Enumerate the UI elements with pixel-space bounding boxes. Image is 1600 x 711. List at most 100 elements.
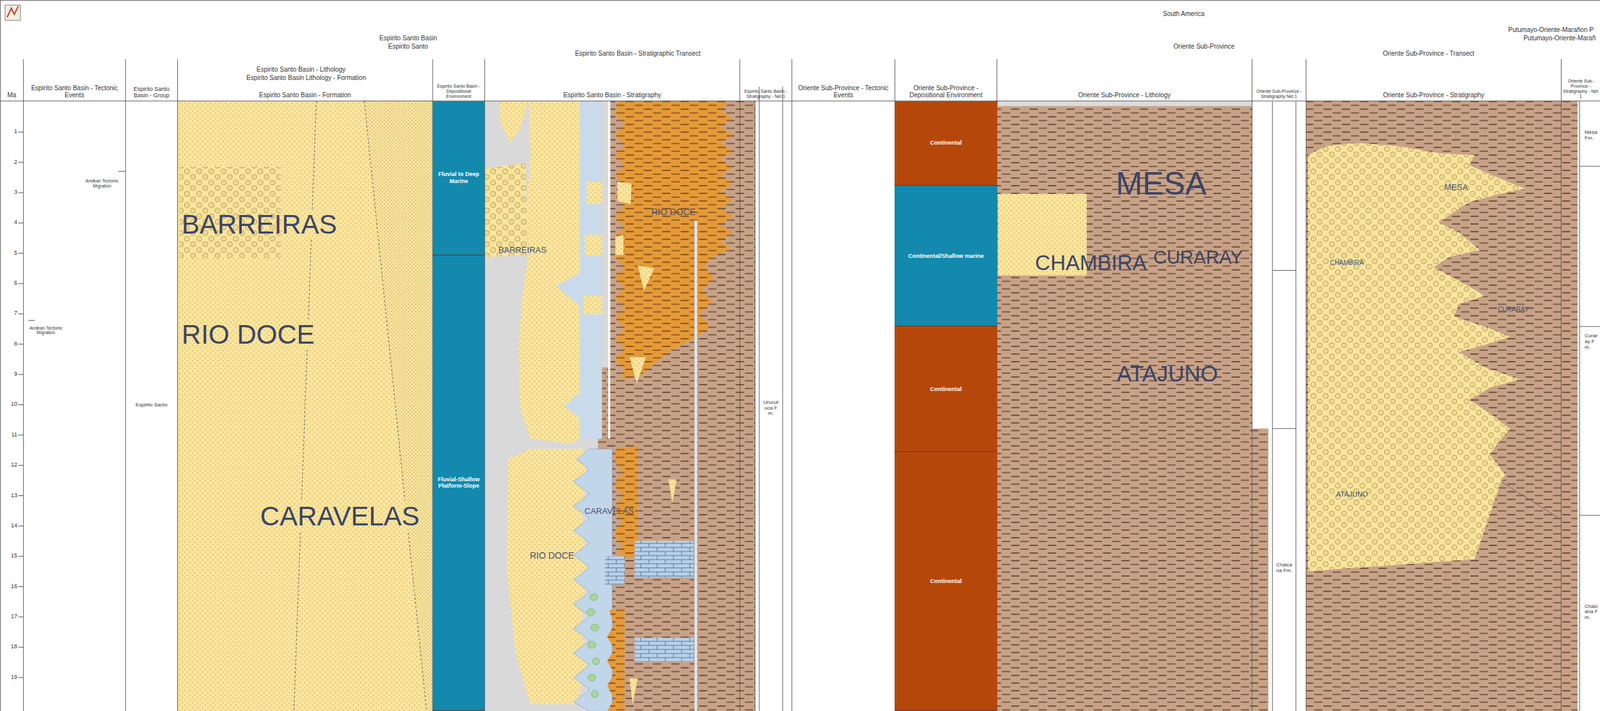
sand-lens [586, 181, 603, 205]
unit-label: RIO DOCE [651, 207, 696, 217]
header-text: Oriente Sub-Province - Stratigraphy - Ne… [1562, 78, 1599, 100]
title-text-holder: Espirito Santo Basin Lithology - Formati… [246, 74, 367, 82]
reef-symbols [586, 593, 600, 698]
marl-tongue [556, 273, 580, 306]
age-number-holder: 3 [14, 189, 18, 196]
header-text: Espirito Santo Basin - Stratigraphy - Ne… [741, 88, 791, 100]
age-number: 5 [14, 250, 18, 257]
age-number: 10 [10, 401, 18, 409]
formation-name: MESA [1116, 165, 1208, 201]
formation-name-holder: MESA [1116, 165, 1208, 201]
top-strip [997, 101, 1252, 107]
section-line [694, 220, 698, 711]
shale-fill [1560, 101, 1578, 711]
event-label-holder: Andean Tectonic Migration [85, 178, 119, 189]
age-number-holder: 10 [10, 401, 18, 409]
formation-name-holder: CHAMBIRA [1034, 251, 1147, 275]
shale-fill [997, 101, 1253, 711]
age-number-holder: 1 [14, 128, 18, 136]
age-number-holder: 8 [14, 341, 18, 348]
header-text: Espirito Santo Basin - Depositional Envi… [433, 83, 484, 100]
age-number-holder: 15 [10, 552, 18, 560]
limestone-body [604, 556, 624, 585]
age-number: 16 [10, 583, 18, 591]
title-text: South America [1162, 9, 1205, 17]
title-text-holder: Oriente Sub-Province - Transect [1383, 49, 1475, 57]
environment-text: Fluvial-Shallow Platform-Slope [433, 476, 484, 490]
app-logo-mark [7, 6, 19, 18]
age-number: 6 [14, 280, 18, 287]
title-text-holder: Espirito Santo [388, 42, 429, 50]
environment-band: Fluvial-Shallow Platform-Slope [432, 255, 485, 711]
formation-note: Curaray Fm. [1584, 333, 1599, 351]
marl-strip [579, 101, 603, 440]
formation-name-holder: ATAJUNO [1116, 360, 1218, 386]
title-text: Oriente Sub-Province [1173, 42, 1236, 50]
header-text: Oriente Sub-Province - Stratigraphy Net … [1253, 88, 1305, 100]
marl-tongue [564, 392, 580, 419]
environment-text: Continental [929, 139, 962, 146]
unit-label-holder: CHAMBIRA [1329, 258, 1364, 266]
sand-lens [615, 234, 624, 256]
header-text: Espirito Santo Basin - Stratigraphy [563, 91, 662, 100]
environment-band: Continental [894, 326, 997, 452]
formation-note-holder: Urucutuca Fm. [762, 400, 780, 417]
unit-label-holder: RIO DOCE [529, 551, 575, 561]
age-number: 19 [10, 674, 18, 681]
title-text-holder: Putumayo-Oriente-Marañ [1523, 33, 1596, 41]
unit-label-holder: MESA [1444, 183, 1469, 192]
shelf-sand-tongue [615, 101, 733, 380]
age-number: 17 [10, 613, 18, 621]
header-text: Espirito Santo Basin - Group [126, 85, 176, 100]
age-number-holder: 16 [10, 583, 18, 591]
sandstone-fill [177, 101, 433, 711]
column-header: Oriente Sub-Province - Stratigraphy Net … [1251, 58, 1307, 101]
formation-name: CHAMBIRA [1034, 251, 1147, 275]
column-header: Ma [0, 58, 24, 101]
sand-lens [617, 181, 632, 205]
conglomerate-wedge [484, 163, 528, 258]
age-number: 1 [14, 128, 18, 136]
age-number: 18 [10, 643, 18, 651]
column-header: Espirito Santo Basin - Group [125, 58, 178, 101]
sand-body [518, 101, 580, 445]
column-header: Oriente Sub-Province - Lithology [997, 58, 1253, 101]
unit-label-holder: CURARAY [1497, 305, 1529, 313]
sand-body [499, 101, 529, 143]
header-text: Oriente Sub-Province - Depositional Envi… [896, 84, 996, 100]
limestone-body [634, 540, 694, 578]
age-number-holder: 18 [10, 643, 18, 651]
title-text: Espirito Santo [135, 402, 168, 409]
title-text-holder: Espirito Santo Basin [379, 33, 438, 41]
formation-note-holder: Curaray Fm. [1584, 333, 1599, 351]
formation-note: Chalcana Fm. [1275, 562, 1294, 575]
title-text: Espirito Santo Basin [379, 33, 438, 41]
unit-label-holder: RIO DOCE [651, 207, 696, 217]
formation-name: RIO DOCE [181, 320, 315, 350]
unit-label: CHAMBIRA [1329, 258, 1364, 266]
column-header: Oriente Sub-Province - Depositional Envi… [894, 58, 997, 101]
formation-name: BARREIRAS [181, 209, 338, 240]
age-number-holder: 9 [14, 371, 18, 378]
age-number: 8 [14, 341, 18, 348]
environment-band: Continental/Shallow marine [894, 185, 997, 327]
age-number-holder: 17 [10, 613, 18, 621]
unit-label-holder: BARREIRAS [498, 245, 547, 255]
shale-fill [1251, 428, 1269, 711]
title-text-holder: Espirito Santo Basin - Lithology [256, 65, 346, 73]
silty-sand-fill [364, 101, 433, 711]
shelf-sand-tongue [607, 608, 625, 711]
age-number-holder: 2 [14, 159, 18, 166]
title-text: Putumayo-Oriente-Marañ [1523, 33, 1596, 41]
header-text: Oriente Sub-Province - Tectonic Events [792, 84, 894, 100]
title-text-holder: Putumayo-Oriente-Marañon P [1508, 26, 1594, 34]
age-number-holder: 6 [14, 280, 18, 287]
formation-name: CURARAY [1153, 247, 1243, 269]
age-number: 4 [14, 219, 18, 226]
column-header: Espirito Santo Basin - Stratigraphy [484, 58, 740, 101]
sand-lens [629, 357, 647, 384]
title-text: Oriente Sub-Province - Transect [1383, 49, 1475, 57]
